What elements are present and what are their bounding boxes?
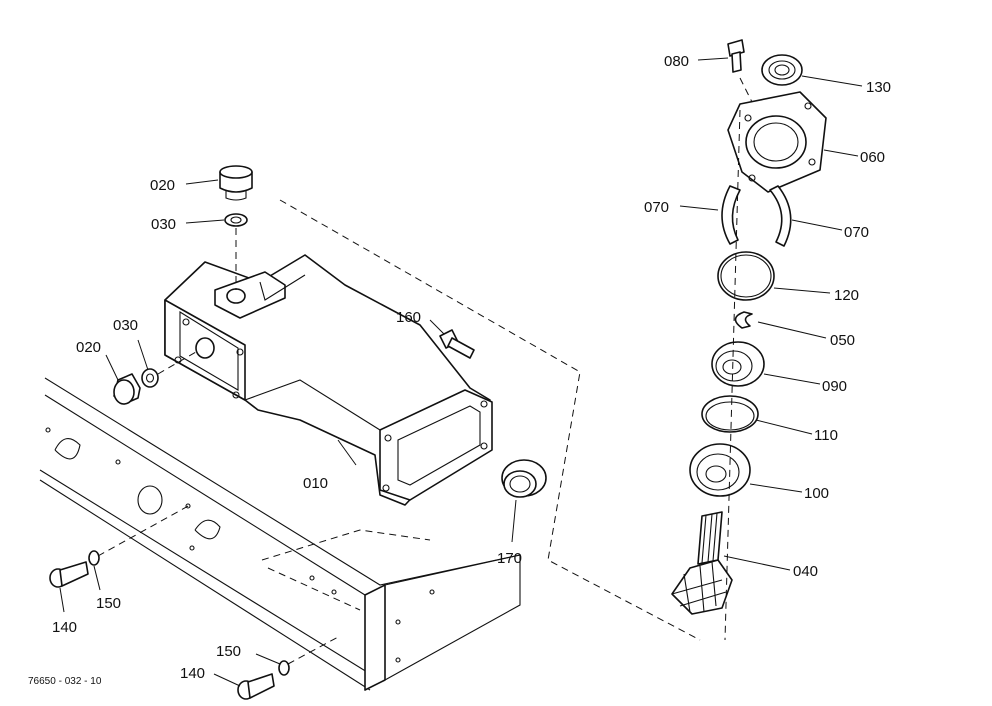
- callout-010: 010: [303, 475, 328, 492]
- callout-110: 110: [814, 427, 838, 444]
- bolt-part-140-right: [237, 673, 275, 700]
- bevel-pinion-shaft-part-040: [671, 511, 733, 615]
- leader-lines: [59, 57, 863, 687]
- flange-cover-part-060: [727, 91, 827, 193]
- callout-130: 130: [866, 79, 891, 96]
- plug-part-020-side: [113, 373, 141, 405]
- callout-030-top: 030: [151, 216, 176, 233]
- retainer-plate-part-070-right: [769, 185, 792, 247]
- plug-part-020-top: [219, 165, 253, 201]
- callout-070-right: 070: [844, 224, 869, 241]
- callout-140-left: 140: [52, 619, 77, 636]
- callout-060: 060: [860, 149, 885, 166]
- bolt-part-140-left: [49, 561, 89, 588]
- callout-100: 100: [804, 485, 829, 502]
- callout-150-right: 150: [216, 643, 241, 660]
- bolt-part-080: [727, 39, 745, 73]
- drawing-code: 76650 - 032 - 10: [28, 676, 102, 687]
- washer-part-150-left: [88, 550, 100, 566]
- o-ring-part-120: [717, 251, 775, 301]
- washer-part-030-top: [224, 213, 248, 227]
- callout-070-left: 070: [644, 199, 669, 216]
- bearing-part-100: [689, 443, 751, 497]
- seal-part-170: [501, 459, 547, 498]
- frame-chassis: [39, 377, 521, 691]
- retainer-plate-part-070-left: [721, 185, 741, 245]
- callout-050: 050: [830, 332, 855, 349]
- bearing-part-090: [711, 341, 765, 387]
- callout-020-top: 020: [150, 177, 175, 194]
- callout-170: 170: [497, 550, 522, 567]
- callout-160: 160: [396, 309, 421, 326]
- snap-ring-part-050: [734, 311, 753, 329]
- callout-080: 080: [664, 53, 689, 70]
- spacer-ring-part-110: [701, 395, 759, 433]
- bearing-part-130: [761, 54, 803, 86]
- callout-040: 040: [793, 563, 818, 580]
- washer-part-030-side: [141, 368, 159, 388]
- callout-030-side: 030: [113, 317, 138, 334]
- callout-090: 090: [822, 378, 847, 395]
- washer-part-150-right: [278, 660, 290, 676]
- callout-140-right: 140: [180, 665, 205, 682]
- housing-part-010: [164, 254, 493, 506]
- callout-020-side: 020: [76, 339, 101, 356]
- callout-120: 120: [834, 287, 859, 304]
- bolt-part-160: [439, 329, 475, 359]
- callout-150-left: 150: [96, 595, 121, 612]
